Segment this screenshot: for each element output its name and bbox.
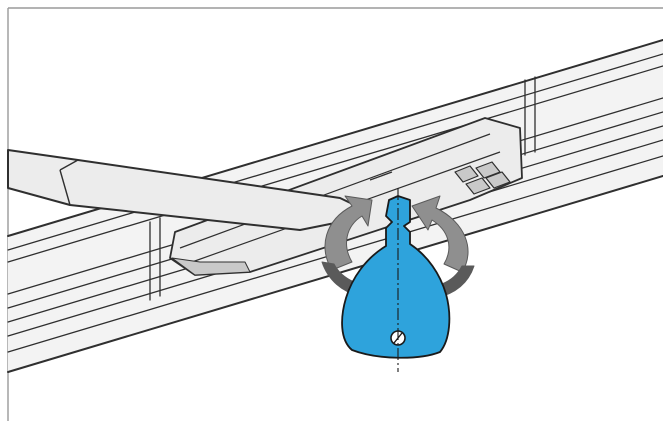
housing-slot-1 <box>454 165 479 183</box>
arm-bend-line <box>59 159 79 171</box>
housing-edge-line <box>179 133 491 249</box>
housing-slot-4 <box>485 171 511 189</box>
rail-line-1 <box>7 53 663 251</box>
key-body <box>341 195 451 359</box>
housing-slot-2 <box>475 161 501 179</box>
housing-shadow <box>171 257 251 276</box>
housing-keyhole-line <box>369 171 393 181</box>
arm-bend-line-2 <box>59 169 71 206</box>
rail-line-2 <box>7 65 663 263</box>
housing-slot-3 <box>465 177 491 195</box>
key-icon <box>341 188 451 372</box>
